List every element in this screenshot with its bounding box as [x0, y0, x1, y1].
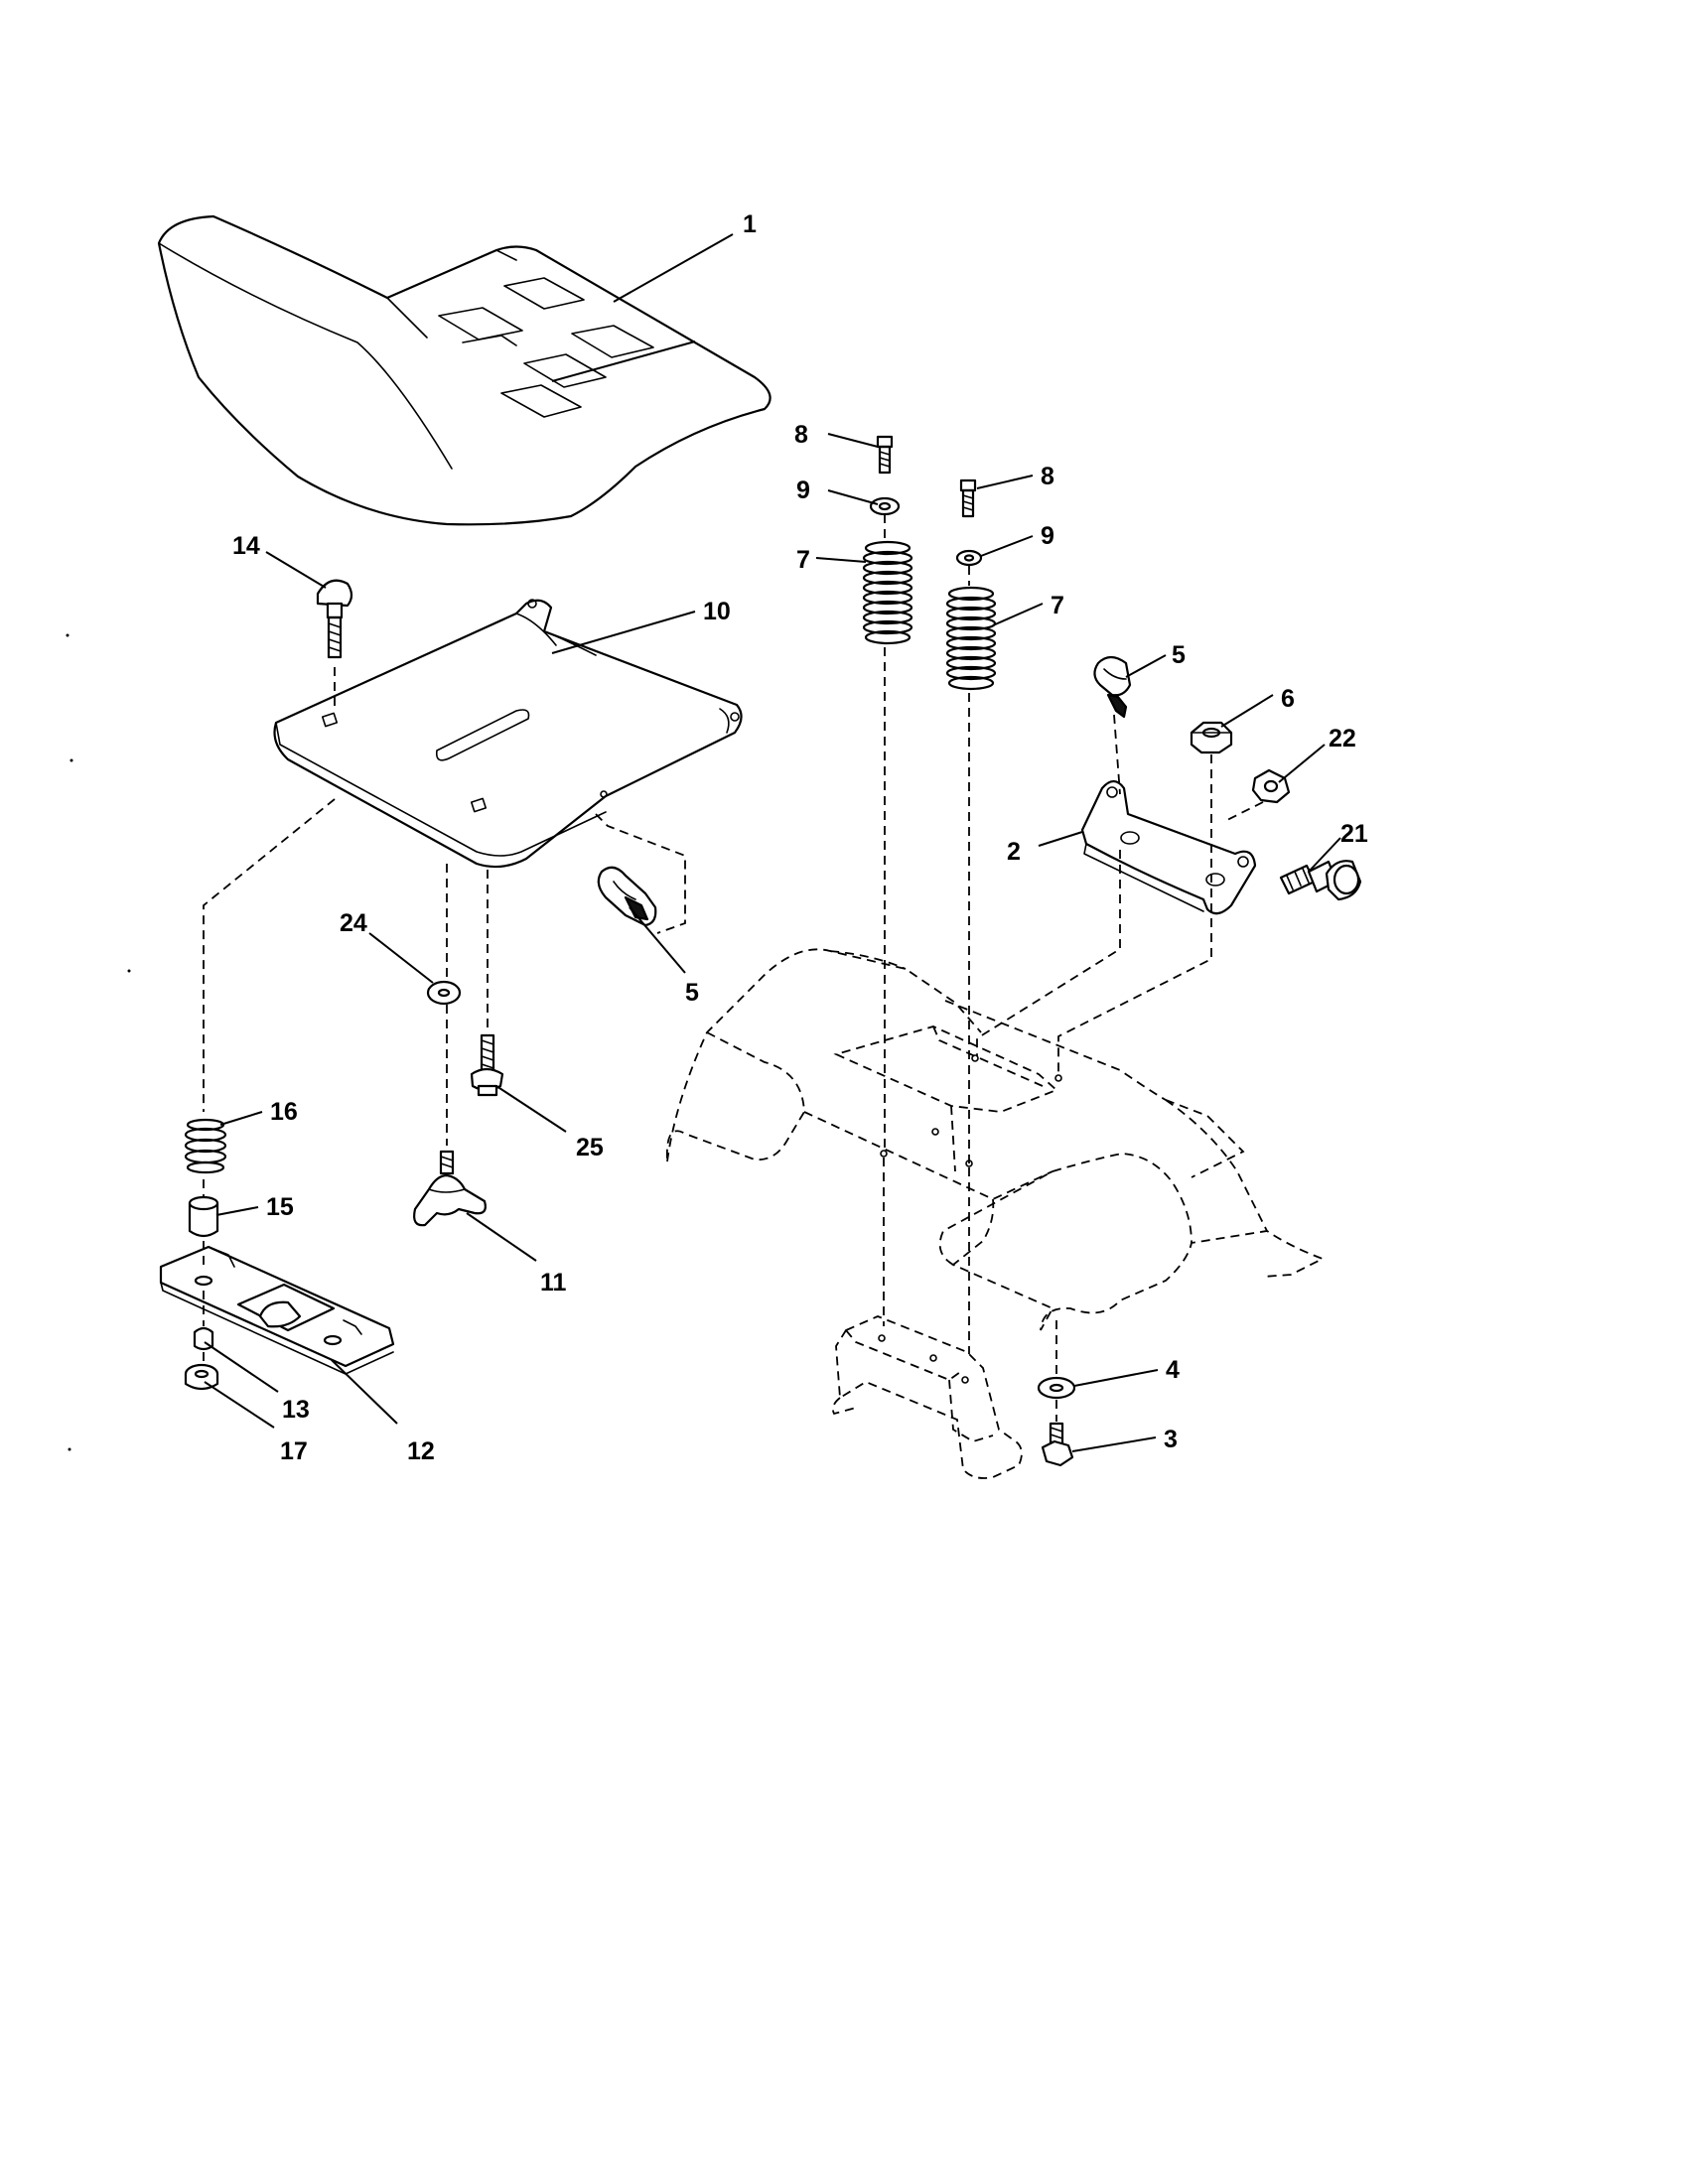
clip-right-part: [1093, 655, 1132, 719]
callout-16: 16: [270, 1098, 298, 1126]
spring-7-right-part: [945, 586, 997, 691]
callout-8-left: 8: [794, 421, 808, 449]
callout-1: 1: [743, 210, 757, 238]
carriage-bolt-part: [316, 579, 353, 659]
washer-9-right-part: [955, 549, 983, 567]
shoulder-bolt-21-part: [1279, 860, 1362, 901]
callout-15: 15: [266, 1193, 294, 1221]
callout-5-left: 5: [685, 979, 699, 1007]
seat-pan-part: [273, 599, 743, 869]
callout-9-left: 9: [796, 477, 810, 504]
frame-fender-outline: [665, 948, 1326, 1479]
callout-10: 10: [703, 598, 731, 625]
wing-knob-part: [413, 1150, 487, 1227]
flange-nut-17-part: [184, 1363, 219, 1391]
callout-14: 14: [232, 532, 260, 560]
callout-13: 13: [282, 1396, 310, 1424]
callout-11: 11: [540, 1269, 567, 1297]
callout-22: 22: [1329, 725, 1356, 752]
clip-left-part: [597, 866, 657, 927]
callout-17: 17: [280, 1437, 308, 1465]
bolt-3-part: [1041, 1422, 1074, 1467]
callout-4: 4: [1166, 1356, 1180, 1384]
spring-16-part: [184, 1118, 227, 1174]
seat-part: [157, 214, 772, 526]
callout-7-right: 7: [1051, 592, 1064, 619]
spacer-part: [188, 1195, 219, 1238]
bolt-8-left-part: [876, 435, 894, 475]
callout-24: 24: [340, 909, 367, 937]
bracket-part: [1080, 779, 1257, 915]
callout-labels: 1 10 14 5 24 25 11 16 15 13 12 17 8 9 7 …: [232, 210, 1368, 1465]
bolt-8-right-part: [959, 478, 977, 518]
callout-9-right: 9: [1041, 522, 1054, 550]
callout-8-right: 8: [1041, 463, 1054, 490]
callout-6: 6: [1281, 685, 1295, 713]
leader-lines: [204, 233, 1341, 1452]
callout-7-left: 7: [796, 546, 810, 574]
margin-dots: [66, 633, 131, 1451]
nut-22-part: [1251, 768, 1291, 804]
callout-2: 2: [1007, 838, 1021, 866]
washer-4-part: [1037, 1376, 1076, 1400]
callout-5-right: 5: [1172, 641, 1186, 669]
slide-plate-part: [159, 1245, 395, 1375]
callout-12: 12: [407, 1437, 435, 1465]
washer-9-left-part: [869, 496, 901, 516]
alignment-lines: [203, 514, 1264, 1422]
callout-21: 21: [1340, 820, 1368, 848]
shoulder-bolt-part: [470, 1033, 504, 1097]
callout-25: 25: [576, 1134, 604, 1161]
spring-7-left-part: [862, 540, 913, 645]
callout-3: 3: [1164, 1426, 1178, 1453]
nut-6-part: [1190, 721, 1233, 754]
washer-24-part: [426, 980, 462, 1006]
